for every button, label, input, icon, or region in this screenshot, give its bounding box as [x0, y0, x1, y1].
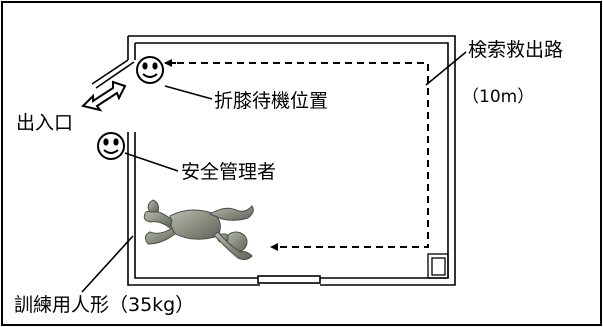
- kneel-position-label: 折膝待機位置: [214, 90, 328, 112]
- route-length-label: （10m）: [462, 87, 534, 107]
- bottom-window: [257, 275, 321, 284]
- double-arrow-icon: [81, 80, 127, 112]
- entrance-door: [91, 59, 135, 89]
- smiley-face-icon: [97, 132, 125, 160]
- search-route-label: 検索救出路: [468, 39, 563, 61]
- corner-box: [427, 253, 449, 279]
- leader-lines: [81, 51, 467, 293]
- dummy-label: 訓練用人形（35kg）: [14, 294, 194, 316]
- search-route: [165, 62, 429, 251]
- entrance-label: 出入口: [16, 112, 73, 134]
- safety-manager-label: 安全管理者: [181, 161, 276, 183]
- room-walls: [127, 35, 456, 286]
- smiley-face-icon: [136, 56, 164, 84]
- mannequin-figure: [143, 199, 254, 261]
